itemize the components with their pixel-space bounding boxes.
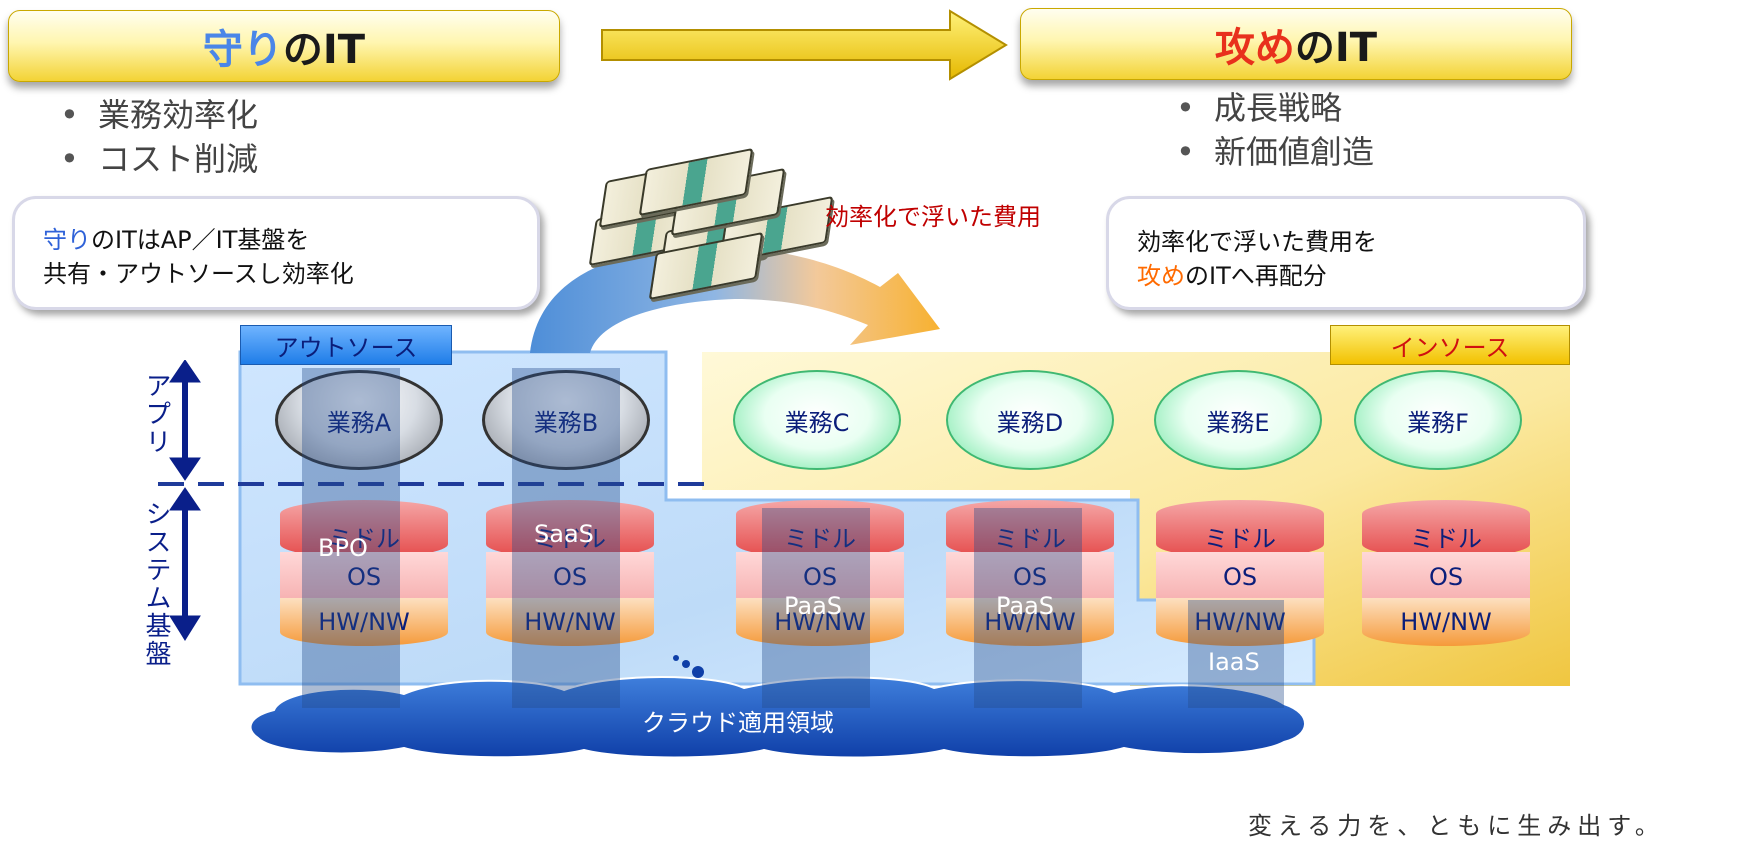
defensive-highlight: 守り [202, 27, 283, 73]
defensive-bullets: 業務効率化 コスト削減 [60, 93, 258, 181]
offensive-explanation-box: 効率化で浮いた費用を 攻めのITへ再配分 [1106, 196, 1586, 310]
bullet-item: 業務効率化 [60, 93, 258, 137]
app-label: 業務B [533, 408, 599, 437]
offensive-it-banner: 攻めのIT [1020, 8, 1572, 80]
middleware-layer: ミドル [280, 500, 448, 558]
os-layer: OS [280, 552, 448, 602]
axis-arrows [169, 360, 201, 641]
app-c-oval: 業務C [733, 370, 901, 470]
layer-divider-dashed [158, 482, 708, 486]
os-layer: OS [1362, 552, 1530, 602]
offensive-rest: のIT [1294, 25, 1378, 71]
app-label: 業務F [1407, 408, 1469, 437]
defensive-explanation-box: 守りのITはAP／IT基盤を 共有・アウトソースし効率化 [12, 196, 540, 310]
offensive-box-line1: 効率化で浮いた費用を [1137, 228, 1377, 256]
app-a-oval: 業務A [275, 370, 443, 470]
app-label: 業務C [784, 408, 850, 437]
defensive-it-banner: 守りのIT [8, 10, 560, 82]
offensive-box-highlight: 攻め [1137, 262, 1185, 290]
middleware-layer: ミドル [1156, 500, 1324, 558]
infra-stack-e: ミドル OS HW/NW [1156, 500, 1324, 646]
offensive-highlight: 攻め [1214, 25, 1295, 71]
infra-stack-c: ミドル OS HW/NW [736, 500, 904, 646]
os-layer: OS [486, 552, 654, 602]
money-bundle-icon [585, 147, 834, 301]
transition-arrow [601, 9, 1008, 81]
app-label: 業務E [1206, 408, 1270, 437]
axis-label-app: アプリ [141, 372, 171, 456]
os-layer: OS [946, 552, 1114, 602]
infra-stack-b: ミドル OS HW/NW [486, 500, 654, 646]
app-f-oval: 業務F [1354, 370, 1522, 470]
app-d-oval: 業務D [946, 370, 1114, 470]
infra-stack-d: ミドル OS HW/NW [946, 500, 1114, 646]
bullet-item: コスト削減 [60, 137, 258, 181]
hw-nw-layer: HW/NW [946, 598, 1114, 646]
os-layer: OS [736, 552, 904, 602]
cloud-bubbles [673, 655, 704, 678]
infra-stack-a: ミドル OS HW/NW [280, 500, 448, 646]
bullet-item: 新価値創造 [1176, 130, 1374, 174]
bpo-overlay [302, 368, 400, 708]
hw-nw-layer: HW/NW [736, 598, 904, 646]
saas-label: SaaS [534, 520, 594, 548]
app-label: 業務A [326, 408, 392, 437]
app-e-oval: 業務E [1154, 370, 1322, 470]
app-b-oval: 業務B [482, 370, 650, 470]
paas-label-c: PaaS [784, 592, 843, 620]
bullet-item: 成長戦略 [1176, 86, 1374, 130]
app-label: 業務D [996, 408, 1064, 437]
hw-nw-layer: HW/NW [280, 598, 448, 646]
hw-nw-layer: HW/NW [1156, 598, 1324, 646]
hw-nw-layer: HW/NW [486, 598, 654, 646]
cloud-label: クラウド適用領域 [642, 709, 834, 737]
paas-overlay-d [974, 508, 1082, 708]
bpo-label: BPO [318, 534, 368, 562]
middleware-layer: ミドル [736, 500, 904, 558]
paas-label-d: PaaS [996, 592, 1055, 620]
defensive-box-highlight: 守り [43, 226, 91, 254]
paas-overlay-c [762, 508, 870, 708]
insource-tab: インソース [1330, 325, 1570, 365]
os-layer: OS [1156, 552, 1324, 602]
hw-nw-layer: HW/NW [1362, 598, 1530, 646]
defensive-box-line2: 共有・アウトソースし効率化 [43, 260, 354, 288]
cloud-area [249, 676, 1306, 759]
axis-label-system: システム基盤 [141, 500, 171, 668]
offensive-bullets: 成長戦略 新価値創造 [1176, 86, 1374, 174]
money-flow-arrow [530, 246, 940, 353]
saas-overlay [512, 368, 620, 708]
iaas-label: IaaS [1208, 648, 1260, 676]
middleware-layer: ミドル [1362, 500, 1530, 558]
middleware-layer: ミドル [486, 500, 654, 558]
iaas-overlay [1188, 600, 1284, 708]
infra-stack-f: ミドル OS HW/NW [1362, 500, 1530, 646]
offensive-box-line2: のITへ再配分 [1185, 262, 1327, 290]
outsource-tab: アウトソース [240, 325, 452, 365]
defensive-rest: のIT [282, 27, 366, 73]
outsource-tab-label: アウトソース [274, 333, 418, 362]
defensive-box-line1: のITはAP／IT基盤を [91, 226, 310, 254]
middleware-layer: ミドル [946, 500, 1114, 558]
footer-slogan: 変える力を、ともに生み出す。 [1248, 812, 1665, 840]
insource-tab-label: インソース [1390, 333, 1510, 362]
money-label: 効率化で浮いた費用 [825, 203, 1041, 231]
